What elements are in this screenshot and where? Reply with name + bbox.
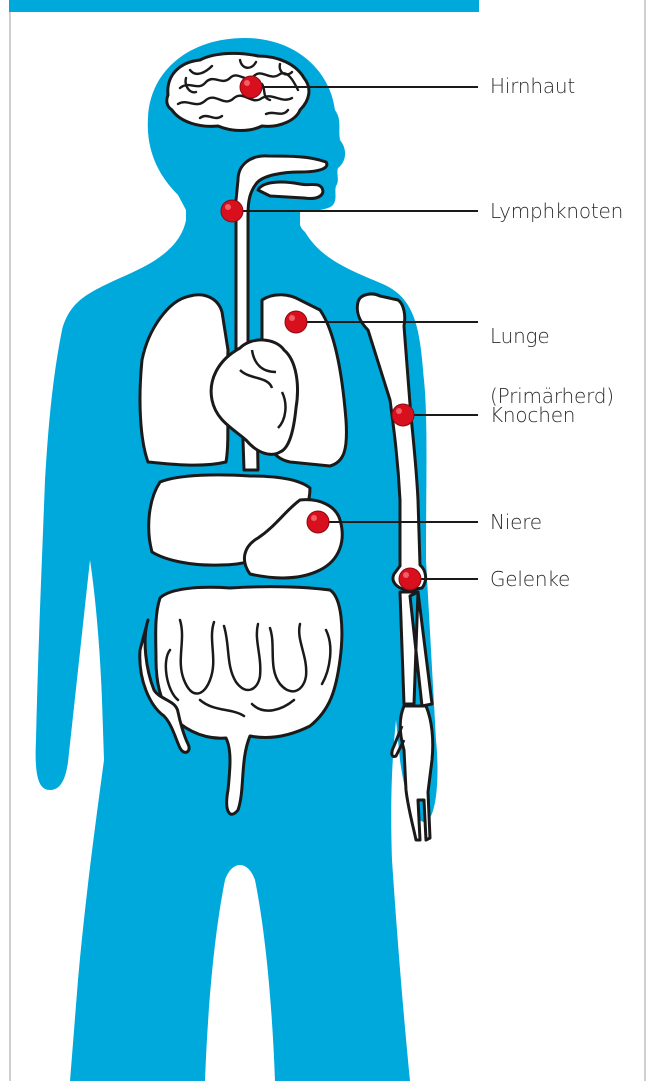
label-lung-line1: Lunge: [490, 321, 614, 351]
brain: [167, 53, 309, 130]
marker-bone: [392, 404, 414, 426]
marker-brain: [240, 76, 262, 98]
label-lymph-nodes: Lymphknoten: [490, 196, 623, 226]
marker-joint: [399, 568, 421, 590]
label-brain: Hirnhaut: [490, 71, 575, 101]
label-bone: Knochen: [490, 400, 575, 430]
label-joint: Gelenke: [490, 564, 570, 594]
marker-lymph: [221, 200, 243, 222]
label-kidney: Niere: [490, 507, 542, 537]
marker-kidney: [307, 511, 329, 533]
marker-lung: [285, 311, 307, 333]
